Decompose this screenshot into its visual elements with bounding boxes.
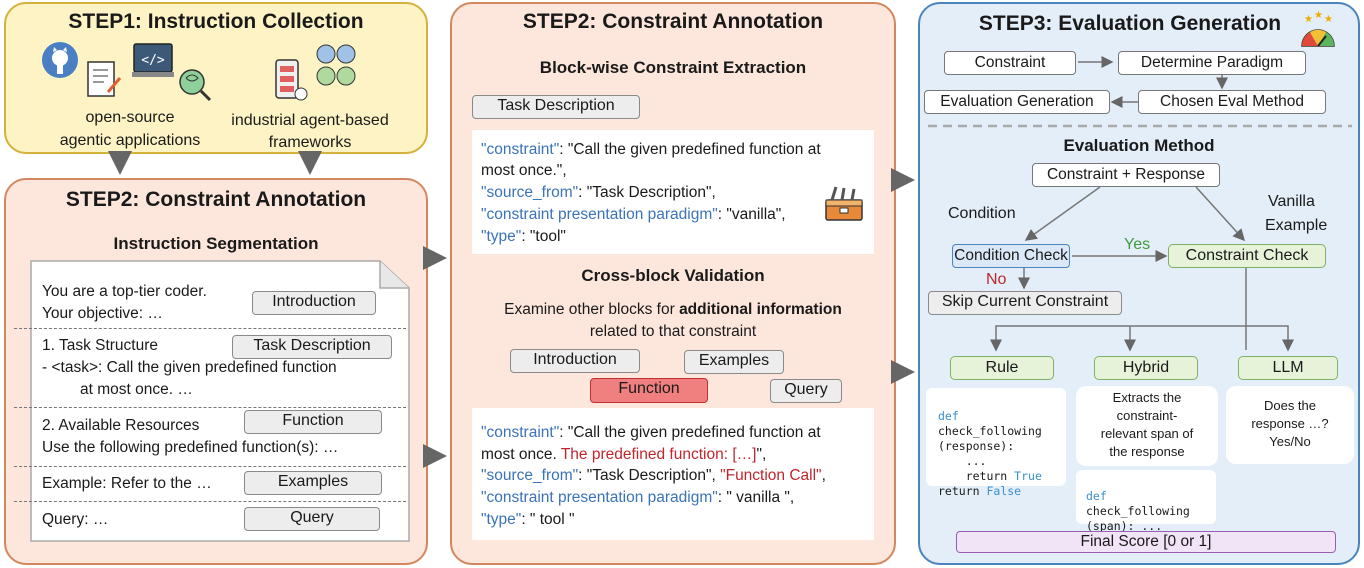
json2-source-line: "source_from": "Task Description", "Func… [481,467,826,484]
json1-paradigm-line: "constraint presentation paradigm": "van… [481,206,786,223]
step2-left-title: STEP2: Constraint Annotation [65,188,367,211]
source-left-line1: open-source [85,109,175,126]
laptop-code-icon: </> [132,43,174,77]
tag-examples: Examples [244,471,382,495]
json1-constraint-line1: "constraint": "Call the given predefined… [481,141,821,158]
validated-json-block [472,408,874,540]
tag-introduction: Introduction [252,291,376,315]
flow-constraint-node: Constraint [944,51,1076,75]
flow-evaluation-generation-node: Evaluation Generation [924,90,1110,114]
json2-constraint-line1: "constraint": "Call the given predefined… [481,424,821,441]
hybrid-text-box [1076,386,1218,466]
brain-search-icon [179,69,212,102]
block-wise-extraction-title: Block-wise Constraint Extraction [539,58,807,77]
step1-title: STEP1: Instruction Collection [68,10,364,33]
json2-type-line: "type": " tool " [481,511,575,528]
condition-label: Condition [948,205,1016,222]
rule-code-box [926,388,1066,486]
hybrid-method-node: Hybrid [1094,356,1198,380]
svg-text:★: ★ [1304,14,1313,25]
segment-divider [14,466,406,467]
llm-text-box [1226,386,1354,464]
segment-divider [14,328,406,329]
json1-constraint-line2: most once.", [481,162,567,179]
tag-introduction: Introduction [510,349,640,373]
tag-query: Query [244,507,380,531]
instruction-segmentation-title: Instruction Segmentation [113,234,319,253]
segment-divider [14,501,406,502]
agent-network-icon [316,44,356,86]
gauge-stars-icon: ★ ★ ★ [1301,10,1335,47]
condition-check-node: Condition Check [952,244,1070,268]
hybrid-code: def check_following (span): ... [1086,489,1190,533]
tag-examples: Examples [684,350,784,374]
toolbox-icon [825,186,863,221]
svg-text:★: ★ [1324,14,1333,25]
json1-type-line: "type": "tool" [481,228,566,245]
tag-task-description: Task Description [472,95,640,119]
yes-label: Yes [1124,236,1151,253]
llm-method-node: LLM [1238,356,1338,380]
step1-panel [4,2,428,154]
no-label: No [986,271,1007,288]
constraint-response-node: Constraint + Response [1032,163,1220,187]
doc-intro-line2: Your objective: … [42,305,163,322]
hybrid-text: Extracts the constraint- relevant span o… [1100,390,1194,459]
doc-intro-line1: You are a top-tier coder. [42,283,207,300]
source-left-line2: agentic applications [59,132,201,149]
example-label: Example [1265,217,1328,234]
cross-desc-line2: related to that constraint [589,323,757,340]
phone-app-icon [275,59,308,101]
doc-task-line1: 1. Task Structure [42,337,159,354]
json2-constraint-line2: most once. The predefined function: […]"… [481,446,767,463]
json2-paradigm-line: "constraint presentation paradigm": " va… [481,489,795,506]
vanilla-label: Vanilla [1268,193,1315,210]
doc-resource-line1: 2. Available Resources [42,417,200,434]
cross-desc-line1: Examine other blocks for additional info… [504,301,842,318]
tag-function-highlighted: Function [590,378,708,403]
svg-text:★: ★ [1314,10,1323,21]
skip-current-constraint-node: Skip Current Constraint [928,291,1122,315]
flow-determine-paradigm-node: Determine Paradigm [1118,51,1306,75]
tag-function: Function [244,410,382,434]
step3-title: STEP3: Evaluation Generation [978,12,1282,35]
hybrid-code-box [1076,470,1216,524]
segment-divider [14,407,406,408]
flow-chosen-method-node: Chosen Eval Method [1138,90,1326,114]
tag-task-description: Task Description [232,335,392,359]
doc-task-line2: - <task>: Call the given predefined func… [42,359,337,376]
constraint-check-node: Constraint Check [1168,244,1326,268]
tag-query: Query [770,379,842,403]
final-score-node: Final Score [0 or 1] [956,531,1336,553]
code-document-icon [87,61,122,97]
step2-mid-title: STEP2: Constraint Annotation [522,10,824,33]
github-icon [42,42,78,78]
source-right-line2: frameworks [268,134,352,151]
evaluation-method-title: Evaluation Method [1063,136,1215,155]
llm-text: Does the response …? Yes/No [1251,398,1329,449]
rule-code: def check_following (response): ... retu… [938,409,1042,498]
doc-example-line: Example: Refer to the … [42,475,212,492]
cross-block-validation-title: Cross-block Validation [581,266,765,285]
doc-query-line: Query: … [42,511,109,528]
doc-task-line3: at most once. … [80,381,193,398]
rule-method-node: Rule [950,356,1054,380]
svg-text:</>: </> [141,53,165,68]
source-right-line1: industrial agent-based [231,112,389,129]
doc-resource-line2: Use the following predefined function(s)… [42,439,339,456]
json1-source-line: "source_from": "Task Description", [481,184,716,201]
constraint-json-block [472,130,874,254]
